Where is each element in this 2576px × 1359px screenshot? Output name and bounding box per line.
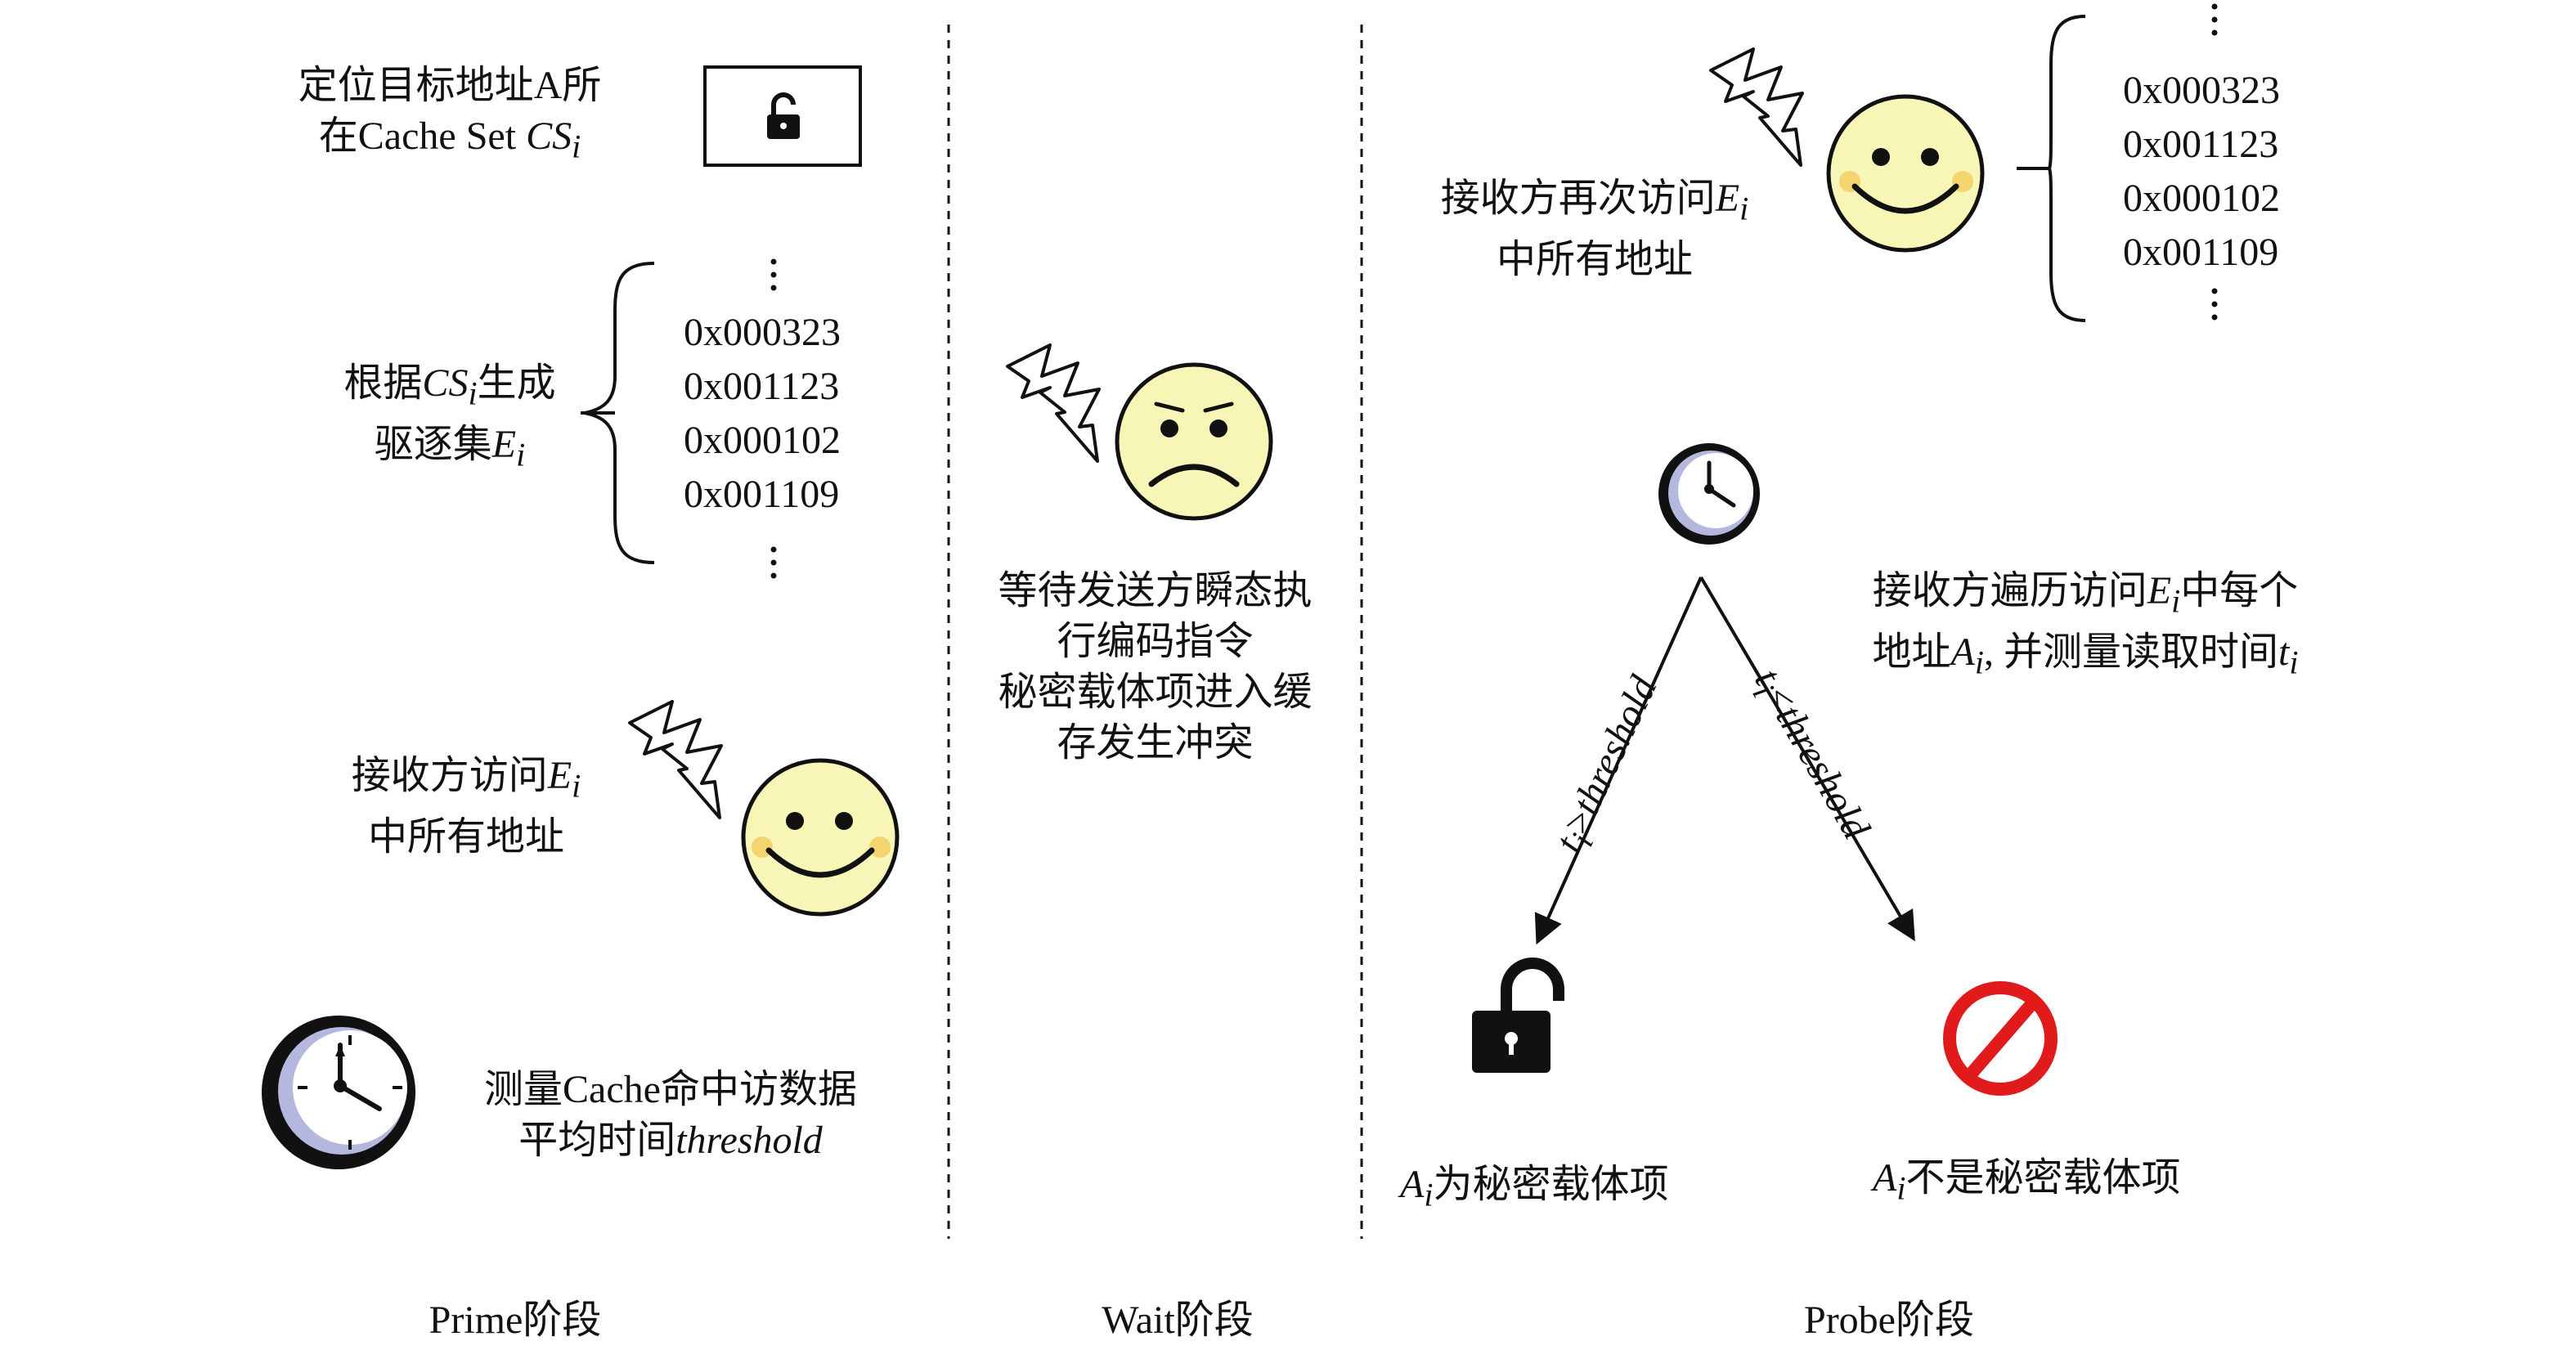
ellipsis-bottom-dots [770,546,777,579]
measure-threshold-text: 测量Cache命中访数据 平均时间threshold [484,1068,857,1162]
phase-label-wait: Wait阶段 [1102,1298,1254,1342]
arrow-right-branch [1699,576,1915,942]
prohibited-icon [1943,981,2058,1096]
eviction-set-brace [2047,15,2086,322]
result-not-secret-carrier: Ai不是秘密载体项 [1873,1156,2181,1207]
locate-target-text: 定位目标地址A所 在Cache Set CSi [298,64,602,165]
ellipsis-top-dots [770,258,777,291]
address-item: 0x000102 [684,419,841,462]
phase-label-probe: Probe阶段 [1804,1298,1974,1342]
cache-box-lock-icon [703,65,862,167]
address-item: 0x000102 [2123,177,2280,220]
unlocked-padlock-icon [1472,958,1564,1073]
ellipsis-top-dots [2211,3,2218,36]
probe-address-list: 0x000323 0x001123 0x000102 0x001109 [2123,64,2280,280]
address-item: 0x001109 [2123,231,2279,274]
traverse-measure-text: 接收方遍历访问Ei中每个 地址Ai, 并测量读取时间ti [1872,569,2299,681]
arrow-left-branch [1534,576,1703,945]
phase-label-prime: Prime阶段 [429,1298,602,1342]
sad-face-icon [1115,362,1273,521]
clock-icon [262,1016,415,1169]
result-secret-carrier: Ai为秘密载体项 [1400,1163,1669,1213]
receiver-access-text: 接收方访问Ei 中所有地址 [351,754,581,859]
happy-face-icon [1826,94,1985,253]
ellipsis-bottom-dots [2211,288,2218,321]
address-item: 0x000323 [684,311,841,354]
address-item: 0x000323 [2123,69,2280,112]
probe-clock-icon [1658,443,1760,545]
lightning-icon [1006,343,1101,463]
address-item: 0x001123 [2123,123,2279,166]
generate-eviction-set-text: 根据CSi生成 驱逐集Ei [343,361,556,473]
lightning-icon [628,700,723,819]
address-item: 0x001123 [684,365,840,408]
receiver-access-again-text: 接收方再次访问Ei 中所有地址 [1440,177,1749,281]
lightning-icon [1709,47,1804,167]
address-item: 0x001109 [684,473,840,516]
wait-description-text: 等待发送方瞬态执 行编码指令 秘密载体项进入缓 存发生冲突 [998,569,1313,765]
happy-face-icon [741,758,900,917]
eviction-set-address-list: 0x000323 0x001123 0x000102 0x001109 [684,306,841,522]
